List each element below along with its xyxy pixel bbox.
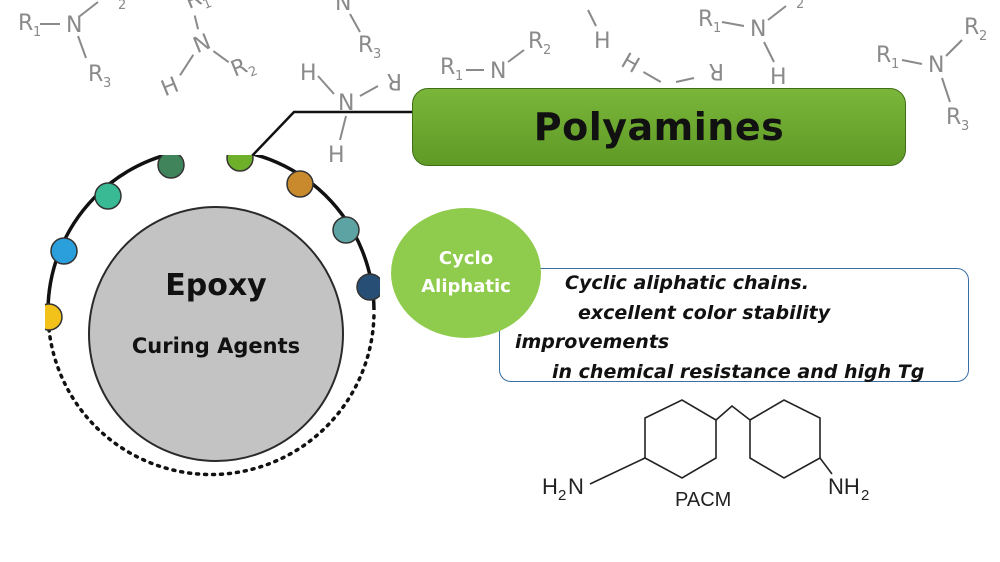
r2-subscript: 2 [979,29,987,44]
epoxy-curing-agents-circle: Epoxy Curing Agents [88,206,344,462]
h-label: H [594,29,611,54]
r1-subscript: 1 [33,25,41,40]
polyamines-banner: Polyamines [412,88,906,166]
r3-subscript: 3 [961,119,969,134]
polyamines-title: Polyamines [533,105,785,149]
h-label: H [328,143,345,168]
r3-subscript: 3 [103,76,111,91]
left-amine-h: H [542,474,558,499]
description-line-4: in chemical resistance and high Tg [552,361,925,383]
r1-subscript: 1 [891,57,899,72]
ring-dot-teal [94,182,122,210]
h-label: H [770,65,787,90]
r2-subscript: 2 [118,0,126,13]
r1-subscript: 1 [713,21,721,36]
ring-dot-orange [286,170,314,198]
n-label: N [750,17,766,42]
pacm-label: PACM [675,489,731,511]
h-label: H [617,49,644,79]
h-label: H [300,61,317,86]
ring-dotted-arc [46,308,376,477]
left-amine-sub: 2 [558,487,566,504]
description-box [499,268,969,382]
cyclo-aliphatic-circle: Cyclo Aliphatic [391,208,541,338]
description-line-3: improvements [515,331,670,353]
r3-label: R [88,62,103,87]
ring-dot-dark-green [157,155,185,179]
r3-subscript: 3 [373,47,381,62]
r3-label: R [358,33,373,58]
r1-subscript: 1 [201,0,214,13]
ring-dot-green [226,155,254,172]
right-amine-sub: 2 [861,487,869,504]
connector-line [249,110,414,159]
pacm-bonds [589,399,833,485]
r-label: R [387,68,402,93]
r1-subscript: 1 [455,69,463,84]
n-label: N [335,0,351,16]
r1-label: R [698,7,713,32]
r2-subscript: 2 [796,0,804,12]
aliphatic-label: Aliphatic [421,276,511,297]
ring-dot-navy [356,273,380,301]
n-label: N [190,30,215,59]
cyclo-label: Cyclo [438,248,494,269]
description-line-2: excellent color stability [578,302,831,324]
n-label: N [928,53,944,78]
r3-label: R [946,105,961,130]
r2-subscript: 2 [543,43,551,58]
r1-label: R [440,55,455,80]
ring-dot-blue [50,237,78,265]
h-label: H [158,73,183,102]
curing-agents-subtitle: Curing Agents [131,334,301,358]
ring-dot-slate-teal [332,216,360,244]
r-label: R [709,58,724,83]
n-label: N [490,59,506,84]
r1-label: R [18,11,33,36]
pacm-molecule-diagram: H 2 N NH 2 PACM [542,399,869,511]
r2-label: R [964,15,979,40]
amine-formula-1: R 1 N R 3 2 [18,0,126,91]
n-label: N [338,91,354,116]
left-amine-n: N [568,474,584,499]
r2-subscript: 2 [247,64,260,81]
n-label: N [66,13,82,38]
r2-label: R [528,29,543,54]
right-amine-nh: NH [828,474,860,499]
ring-dot-yellow [45,303,63,331]
r1-label: R [876,43,891,68]
epoxy-title: Epoxy [165,268,267,303]
ring-diagram [45,155,380,477]
description-line-1: Cyclic aliphatic chains. [565,272,809,294]
